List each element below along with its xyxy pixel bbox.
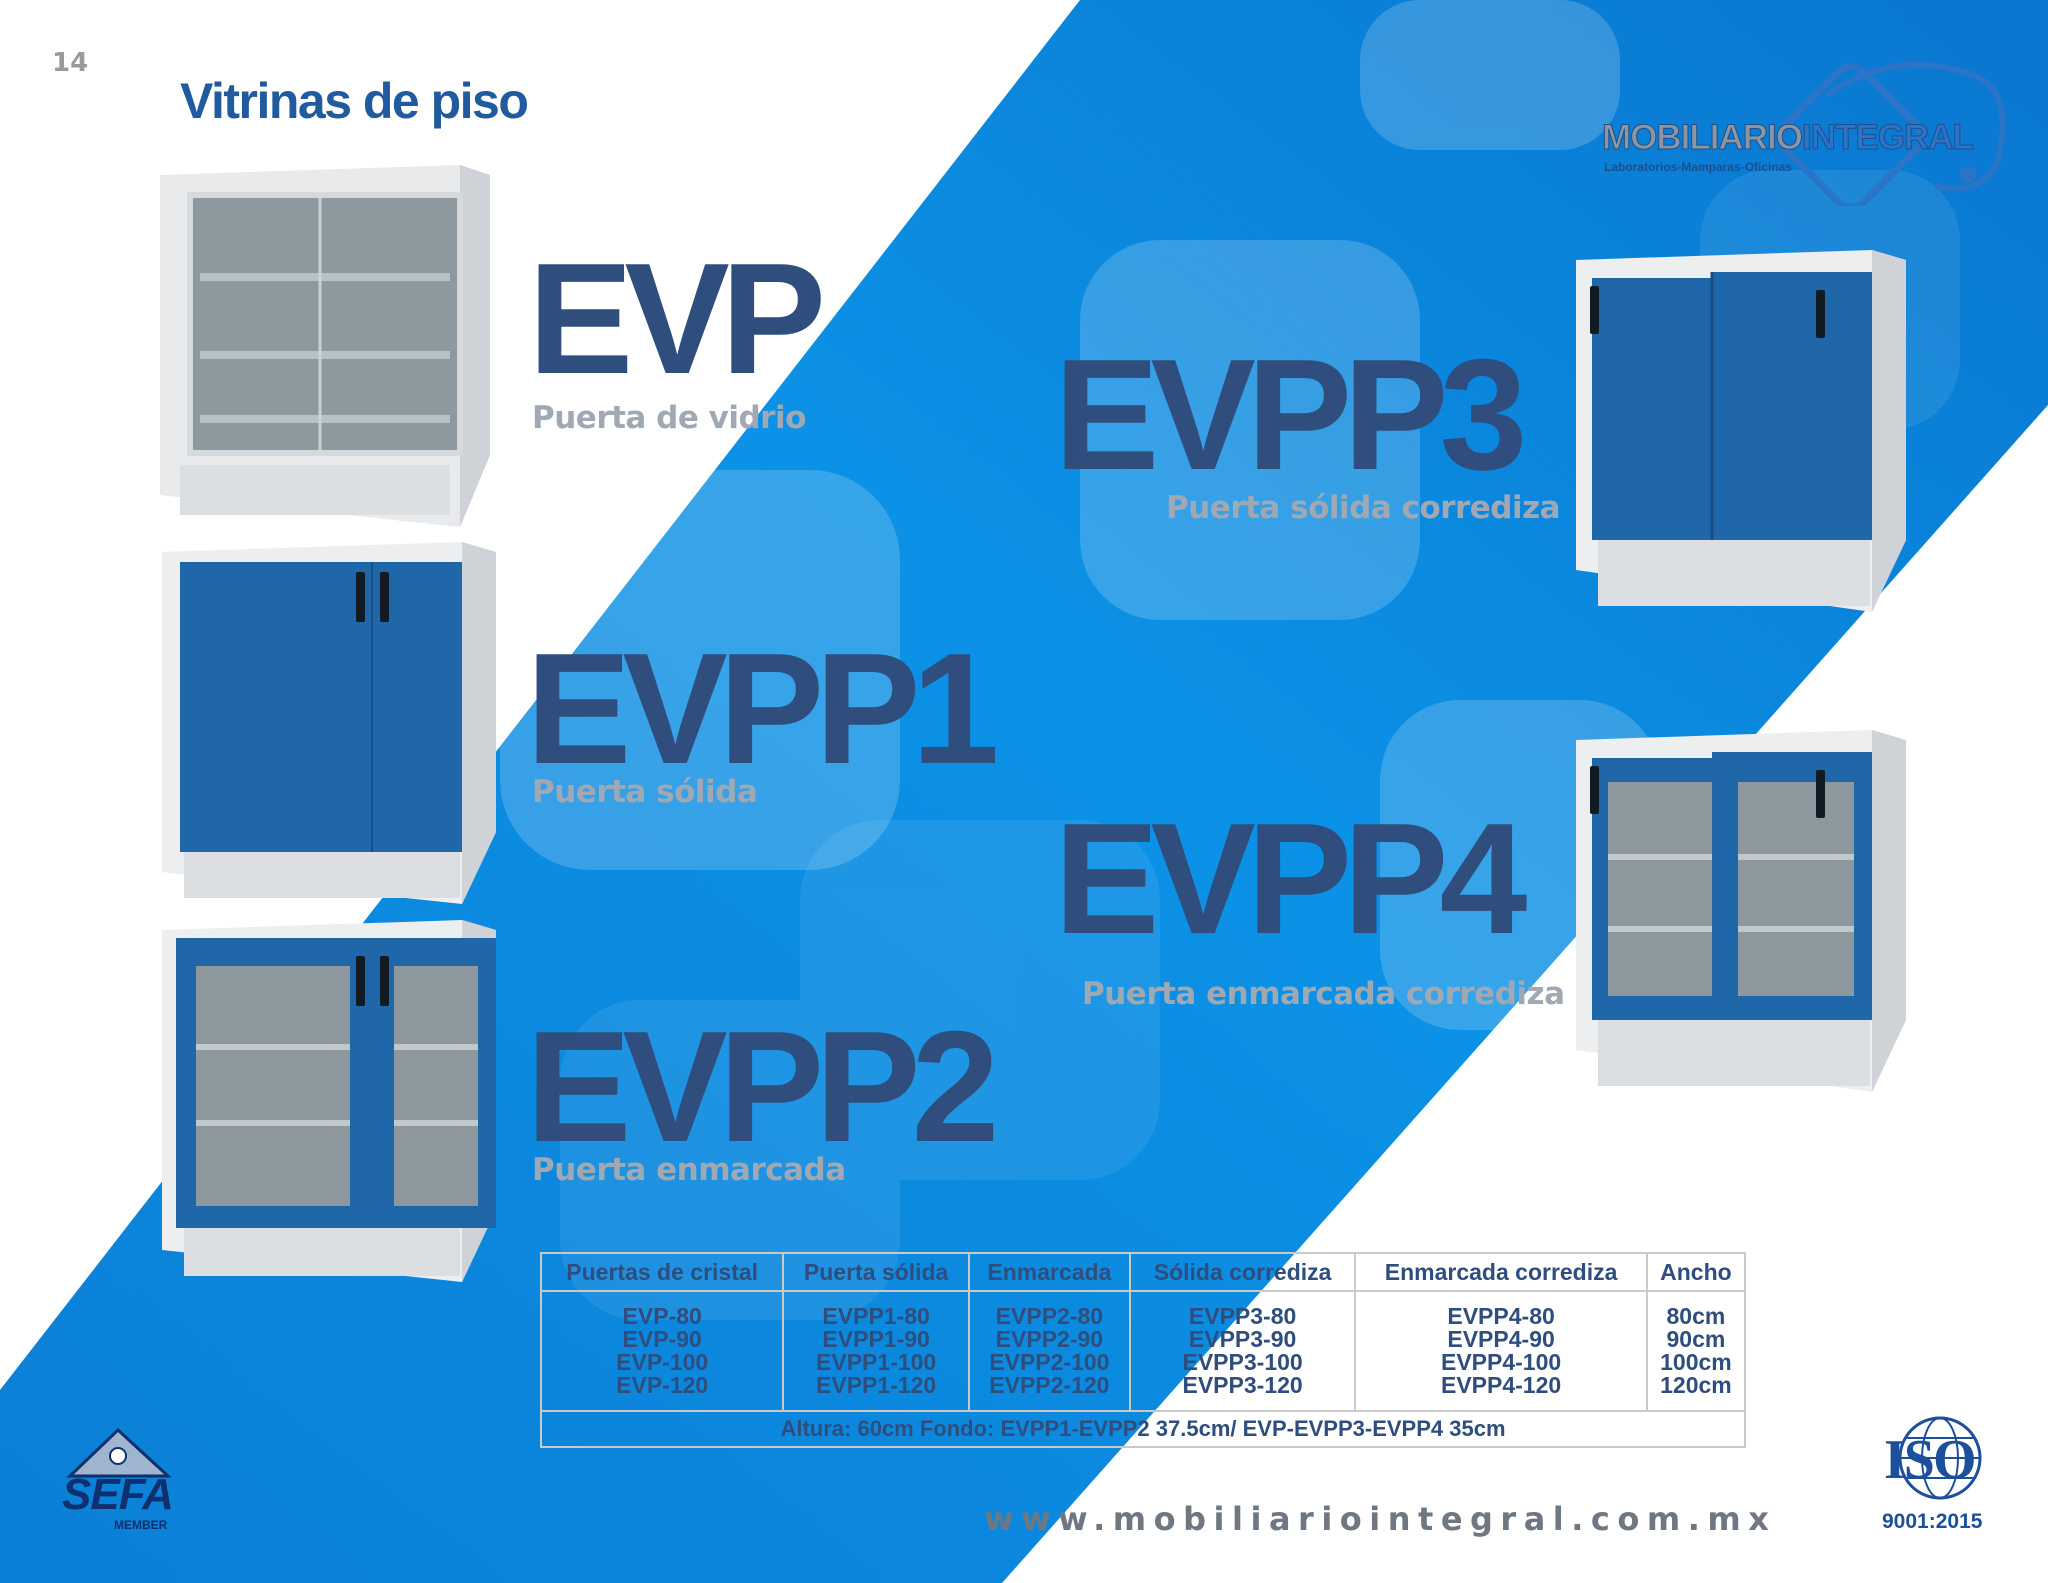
spec-value: EVPP2-90 [995,1326,1104,1352]
iso-certification-badge: ISO 9001:2015 [1870,1406,2010,1546]
product-code-evpp2: EVPP2 [526,999,999,1175]
product-subtitle-evpp3: Puerta sólida corrediza [1166,490,1561,526]
spec-header-width: Ancho [1645,1252,1747,1292]
sefa-label: SEFA [62,1470,174,1519]
spec-cell-sliding-framed: EVPP4-80 EVPP4-90 EVPP4-100 EVPP4-120 [1354,1290,1648,1412]
spec-value: EVPP1-100 [816,1349,937,1375]
spec-value: EVPP2-100 [989,1349,1110,1375]
product-code-evp: EVP [528,231,826,407]
sefa-member-badge: SEFA MEMBER [56,1426,216,1536]
spec-value: EVPP1-80 [822,1303,930,1329]
spec-value: EVP-90 [622,1326,702,1352]
sliding-solid-door-cabinet-image [1576,250,1906,612]
spec-value: EVPP2-80 [995,1303,1104,1329]
spec-value: EVP-80 [622,1303,702,1329]
page-title: Vitrinas de piso [180,73,529,129]
product-code-evpp4: EVPP4 [1054,791,1527,967]
page-number: 14 [52,48,89,78]
product-subtitle-evpp1: Puerta sólida [532,774,758,810]
spec-value: 90cm [1666,1326,1726,1352]
product-subtitle-evp: Puerta de vidrio [532,400,806,436]
spec-value: EVPP4-90 [1447,1326,1555,1352]
spec-value: EVPP3-120 [1182,1372,1303,1398]
spec-cell-solid: EVPP1-80 EVPP1-90 EVPP1-100 EVPP1-120 [782,1290,970,1412]
sefa-member-label: MEMBER [114,1518,168,1532]
spec-header-solid: Puerta sólida [782,1252,970,1292]
spec-cell-glass: EVP-80 EVP-90 EVP-100 EVP-120 [539,1290,785,1412]
iso-standard-label: 9001:2015 [1882,1510,1983,1533]
spec-table-footer-row: Altura: 60cm Fondo: EVPP1-EVPP2 37.5cm/ … [540,1410,1746,1448]
spec-table-header-row: Puertas de cristal Puerta sólida Enmarca… [539,1252,1747,1292]
product-subtitle-evpp2: Puerta enmarcada [532,1152,846,1188]
sliding-framed-door-cabinet-image [1576,730,1906,1092]
logo-tagline: Laboratorios-Mamparas-Oficinas [1604,160,1793,174]
spec-value: EVPP4-100 [1440,1349,1562,1375]
glass-door-cabinet-image [160,165,490,527]
product-code-evpp1: EVPP1 [526,621,999,797]
spec-value: 80cm [1666,1303,1726,1329]
product-subtitle-evpp4: Puerta enmarcada corrediza [1082,976,1565,1012]
spec-cell-width: 80cm 90cm 100cm 120cm [1645,1290,1747,1412]
globe-icon [1898,1416,1982,1500]
sefa-triangle-icon [66,1427,172,1478]
spec-footer-dimensions: Altura: 60cm Fondo: EVPP1-EVPP2 37.5cm/ … [540,1410,1746,1448]
product-code-evpp3: EVPP3 [1054,327,1527,503]
spec-header-framed: Enmarcada [967,1252,1131,1292]
brand-logo: MOBILIARIOINTEGRAL Laboratorios-Mamparas… [1596,56,2016,206]
spec-value: EVPP1-90 [822,1326,930,1352]
spec-header-sliding-solid: Sólida corrediza [1128,1252,1357,1292]
spec-value: EVPP1-120 [816,1372,937,1398]
spec-value: 120cm [1660,1372,1732,1398]
solid-door-cabinet-image [162,542,496,904]
logo-swoosh-icon [1777,61,2006,206]
spec-value: 100cm [1660,1349,1732,1375]
spec-table-models-row: EVP-80 EVP-90 EVP-100 EVP-120 EVPP1-80 E… [539,1290,1747,1412]
spec-value: EVPP4-120 [1440,1372,1562,1398]
spec-value: EVP-100 [616,1349,709,1375]
logo-main-text: MOBILIARIO [1602,118,1804,158]
spec-table: Puertas de cristal Puerta sólida Enmarca… [539,1252,1747,1448]
logo-accent-text: INTEGRAL [1801,118,1974,158]
spec-value: EVPP3-80 [1188,1303,1297,1329]
spec-cell-framed: EVPP2-80 EVPP2-90 EVPP2-100 EVPP2-120 [967,1290,1131,1412]
spec-value: EVPP3-100 [1182,1349,1303,1375]
spec-value: EVPP4-80 [1447,1303,1555,1329]
framed-door-cabinet-image [162,920,496,1282]
spec-value: EVPP3-90 [1188,1326,1297,1352]
spec-value: EVPP2-120 [989,1372,1110,1398]
spec-cell-sliding-solid: EVPP3-80 EVPP3-90 EVPP3-100 EVPP3-120 [1128,1290,1357,1412]
spec-header-glass: Puertas de cristal [539,1252,785,1292]
iso-label: ISO [1884,1429,1976,1491]
spec-header-sliding-framed: Enmarcada corrediza [1354,1252,1648,1292]
website-url: www.mobiliariointegral.com.mx [984,1500,1777,1538]
spec-value: EVP-120 [616,1372,709,1398]
